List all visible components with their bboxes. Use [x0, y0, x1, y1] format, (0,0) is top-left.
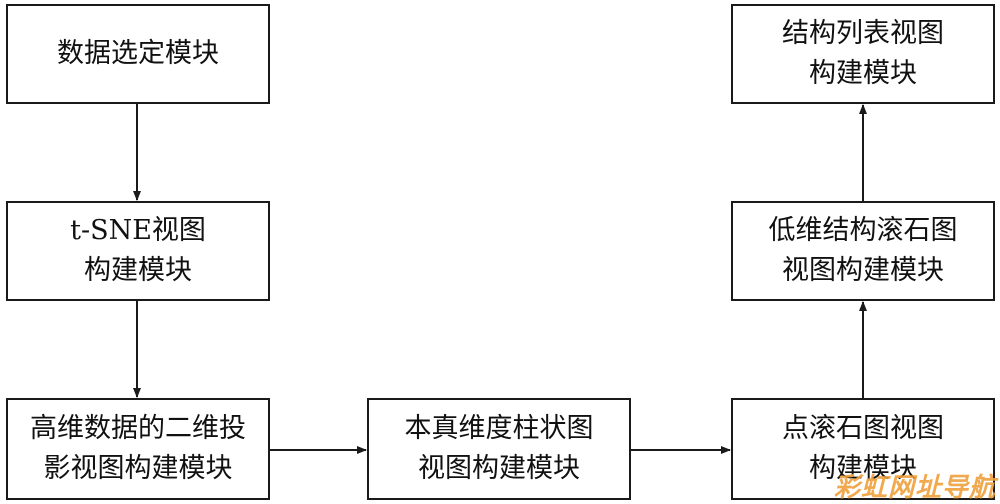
node-structure-list-view-module: 结构列表视图 构建模块	[731, 4, 995, 104]
node-2d-projection-view-module: 高维数据的二维投 影视图构建模块	[6, 398, 270, 500]
node-label-line-1: 低维结构滚石图	[768, 215, 958, 246]
node-label-line-2: 视图构建模块	[418, 453, 580, 484]
node-label-line-1: 结构列表视图	[782, 18, 944, 49]
node-point-scree-view-module: 点滚石图视图 构建模块	[731, 398, 995, 500]
node-label-line-1: t-SNE视图	[70, 215, 206, 246]
node-label-line-1: 数据选定模块	[57, 38, 219, 69]
node-label-line-2: 构建模块	[809, 453, 917, 484]
node-label-line-1: 点滚石图视图	[782, 413, 944, 444]
node-label-line-2: 构建模块	[84, 255, 192, 286]
node-label-line-1: 高维数据的二维投	[30, 413, 246, 444]
node-label-line-2: 构建模块	[809, 58, 917, 89]
node-label-line-1: 本真维度柱状图	[404, 413, 594, 444]
node-low-dim-scree-view-module: 低维结构滚石图 视图构建模块	[731, 201, 995, 301]
node-intrinsic-dim-bar-chart-module: 本真维度柱状图 视图构建模块	[367, 398, 631, 500]
node-data-select-module: 数据选定模块	[6, 4, 270, 104]
node-label-line-2: 视图构建模块	[782, 255, 944, 286]
node-tsne-view-module: t-SNE视图 构建模块	[6, 201, 270, 301]
node-label-line-2: 影视图构建模块	[43, 453, 233, 484]
watermark-text: 彩虹网址导航	[833, 473, 996, 503]
